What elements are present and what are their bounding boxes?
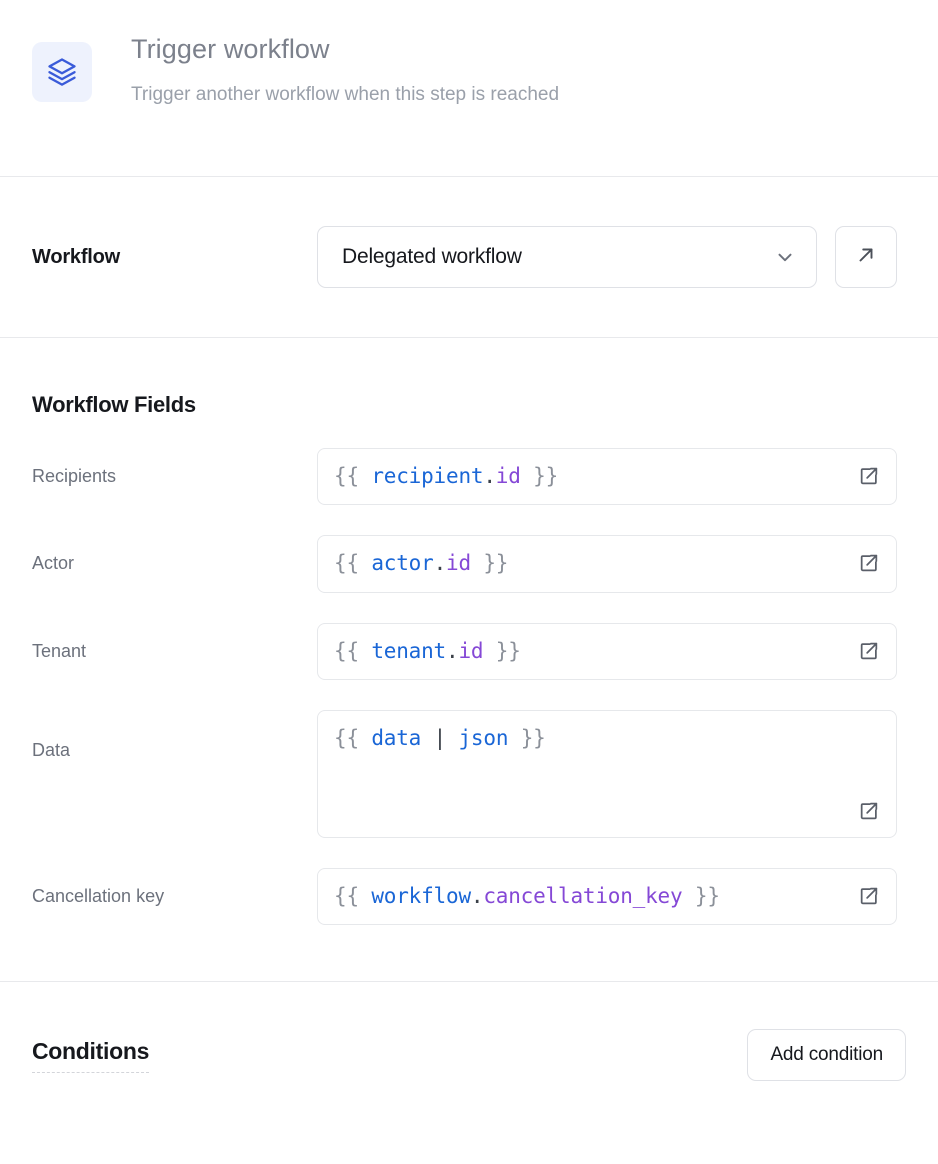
workflow-field-row: Data {{ data | json }} — [32, 709, 906, 838]
workflow-field-input[interactable]: {{ data | json }} — [317, 709, 897, 838]
workflow-field-value: {{ data | json }} — [334, 725, 546, 750]
workflow-field-value: {{ actor.id }} — [334, 551, 509, 576]
workflow-field-label: Cancellation key — [32, 885, 165, 906]
external-link-icon[interactable] — [857, 464, 881, 488]
chevron-down-icon — [774, 246, 796, 268]
conditions-row: Conditions Add condition — [0, 982, 938, 1128]
workflow-field-label: Actor — [32, 553, 75, 574]
workflow-field-row: Tenant {{ tenant.id }} — [32, 622, 906, 680]
workflow-fields-title: Workflow Fields — [32, 392, 196, 417]
header-divider — [0, 176, 938, 177]
workflow-field-label: Data — [32, 739, 71, 760]
page-title: Trigger workflow — [131, 34, 330, 64]
layers-stack-icon — [32, 42, 92, 102]
workflow-field-value: {{ workflow.cancellation_key }} — [334, 883, 720, 908]
workflow-field-row: Actor {{ actor.id }} — [32, 535, 906, 593]
page-subtitle: Trigger another workflow when this step … — [131, 84, 560, 106]
workflow-divider — [0, 337, 938, 338]
arrow-up-right-icon — [855, 244, 877, 271]
workflow-select-row: Workflow Delegated workflow — [0, 177, 938, 337]
step-header-text: Trigger workflow Trigger another workflo… — [131, 28, 559, 108]
conditions-title: Conditions — [32, 1038, 149, 1073]
workflow-field-input[interactable]: {{ workflow.cancellation_key }} — [317, 867, 897, 926]
external-link-icon[interactable] — [857, 799, 881, 823]
workflow-select[interactable]: Delegated workflow — [317, 226, 817, 288]
workflow-label: Workflow — [32, 245, 121, 268]
workflow-field-input[interactable]: {{ recipient.id }} — [317, 448, 897, 506]
workflow-field-value: {{ tenant.id }} — [334, 638, 521, 663]
conditions-divider — [0, 981, 938, 983]
workflow-field-label: Tenant — [32, 640, 87, 661]
open-workflow-button[interactable] — [835, 226, 897, 288]
step-header: Trigger workflow Trigger another workflo… — [0, 0, 938, 176]
workflow-field-label: Recipients — [32, 466, 117, 486]
external-link-icon[interactable] — [857, 551, 881, 575]
workflow-field-row: Recipients {{ recipient.id }} — [32, 448, 906, 506]
add-condition-button[interactable]: Add condition — [747, 1029, 906, 1082]
workflow-field-input[interactable]: {{ actor.id }} — [317, 535, 897, 593]
workflow-fields-list: Recipients {{ recipient.id }} Actor {{ acto… — [32, 448, 906, 926]
workflow-select-value: Delegated workflow — [342, 245, 522, 268]
external-link-icon[interactable] — [857, 639, 881, 663]
workflow-fields-section: Workflow Fields Recipients {{ recipient.i… — [0, 392, 938, 926]
external-link-icon[interactable] — [857, 884, 881, 908]
workflow-field-input[interactable]: {{ tenant.id }} — [317, 622, 897, 680]
workflow-field-row: Cancellation key {{ workflow.cancellation… — [32, 867, 906, 926]
workflow-field-value: {{ recipient.id }} — [334, 464, 559, 488]
